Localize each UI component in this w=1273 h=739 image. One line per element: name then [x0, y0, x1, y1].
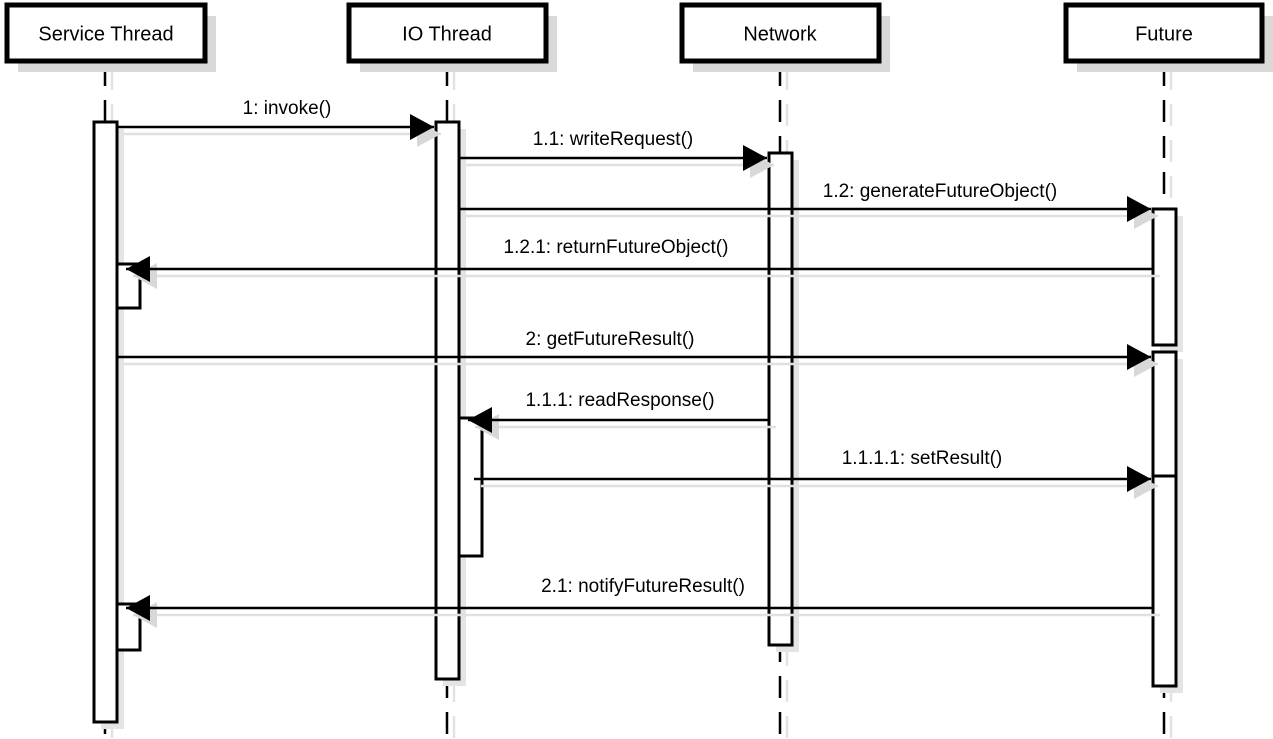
lifeline-header-box-network[interactable]: [679, 2, 882, 64]
activation-future-3[interactable]: [1151, 474, 1178, 688]
lifeline-label-io: IO Thread: [402, 23, 492, 45]
arrow-head-notify-future-result: [126, 595, 150, 621]
message-read-response[interactable]: 1.1.1: readResponse(): [468, 390, 776, 440]
message-label-write-request: 1.1: writeRequest(): [533, 129, 694, 150]
arrow-head-invoke: [410, 114, 434, 140]
activation-io-nested[interactable]: [457, 416, 484, 558]
message-generate-future-object[interactable]: 1.2: generateFutureObject(): [459, 181, 1158, 229]
activation-service-outer[interactable]: [92, 120, 119, 724]
message-label-read-response: 1.1.1: readResponse(): [525, 390, 714, 411]
lifeline-label-network: Network: [743, 23, 817, 45]
message-label-get-future-result: 2: getFutureResult(): [526, 329, 695, 350]
message-label-return-future-object: 1.2.1: returnFutureObject(): [504, 237, 729, 258]
lifeline-label-future: Future: [1135, 23, 1193, 45]
message-get-future-result[interactable]: 2: getFutureResult(): [117, 329, 1158, 377]
arrow-head-write-request: [743, 145, 767, 171]
activation-bars-group: [92, 120, 1183, 729]
message-label-set-result: 1.1.1.1: setResult(): [842, 448, 1003, 469]
activation-future-2[interactable]: [1151, 350, 1178, 478]
lifeline-header-box-service[interactable]: [4, 2, 208, 64]
lifeline-header-box-future[interactable]: [1063, 2, 1265, 64]
message-label-generate-future-object: 1.2: generateFutureObject(): [823, 181, 1057, 202]
message-label-invoke: 1: invoke(): [243, 98, 332, 119]
lifeline-header-io[interactable]: IO Thread: [346, 2, 557, 72]
arrow-head-get-future-result: [1127, 344, 1151, 370]
arrow-head-generate-future-object: [1127, 196, 1151, 222]
arrow-head-set-result: [1127, 466, 1151, 492]
lifeline-label-service: Service Thread: [38, 23, 173, 45]
lifeline-header-service[interactable]: Service Thread: [4, 2, 216, 72]
lifeline-header-future[interactable]: Future: [1063, 2, 1273, 72]
message-invoke[interactable]: 1: invoke(): [117, 98, 441, 147]
activation-io-outer[interactable]: [434, 120, 461, 681]
message-return-future-object[interactable]: 1.2.1: returnFutureObject(): [126, 237, 1160, 289]
message-label-notify-future-result: 2.1: notifyFutureResult(): [541, 576, 745, 597]
message-write-request[interactable]: 1.1: writeRequest(): [459, 129, 774, 178]
arrow-head-return-future-object: [126, 256, 150, 282]
message-notify-future-result[interactable]: 2.1: notifyFutureResult(): [126, 576, 1160, 628]
arrow-head-read-response: [468, 407, 492, 433]
lifeline-header-network[interactable]: Network: [679, 2, 890, 72]
message-set-result[interactable]: 1.1.1.1: setResult(): [474, 448, 1158, 499]
activation-network[interactable]: [767, 151, 794, 647]
lifeline-header-box-io[interactable]: [346, 2, 549, 64]
